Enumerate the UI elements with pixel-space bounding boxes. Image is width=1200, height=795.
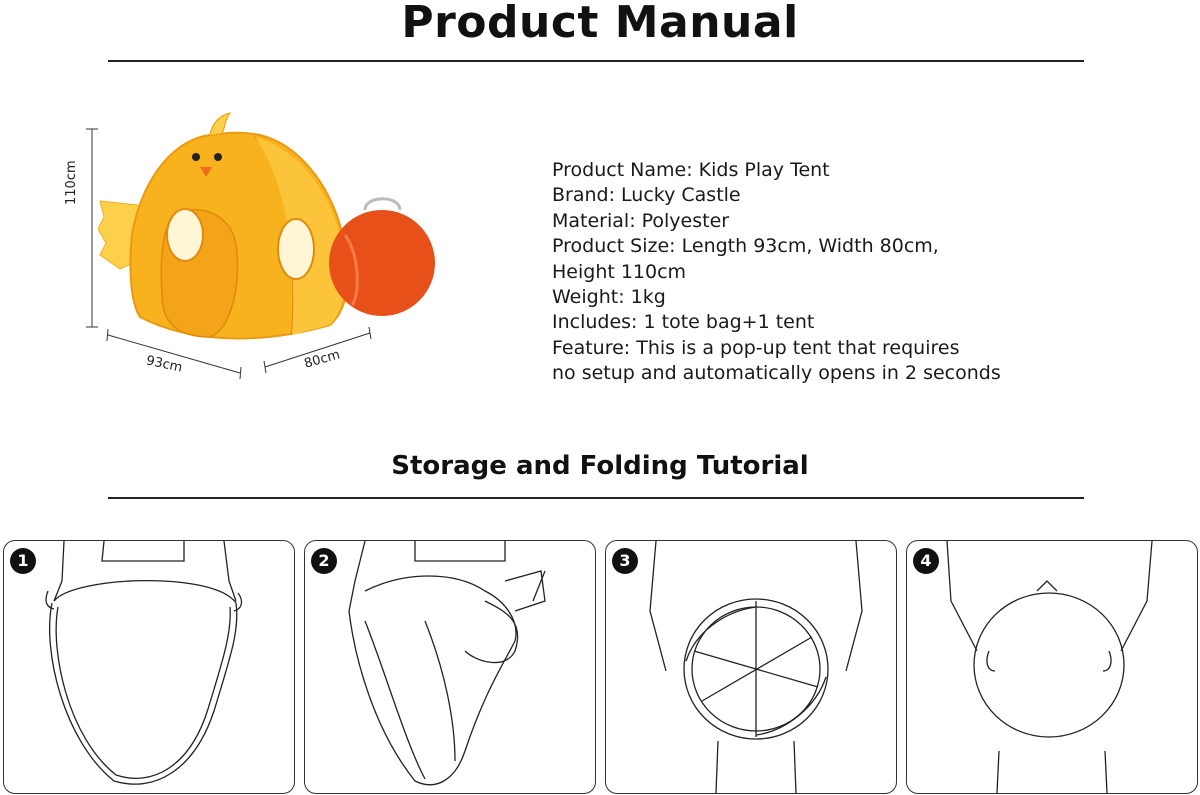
step-3-panel: 3 [605,540,897,794]
title-divider [108,60,1084,62]
step-number-badge: 2 [311,548,337,574]
tent-illustration: 110cm 93cm 80cm [60,105,460,395]
length-dimension-line [107,334,241,374]
step-1-panel: 1 [3,540,295,794]
step-4-illustration [946,541,1153,793]
spec-line: Height 110cm [552,260,687,283]
step-2-illustration [348,541,546,786]
step-number-badge: 3 [612,548,638,574]
spec-line: Includes: 1 tote bag+1 tent [552,311,815,334]
height-label: 110cm [64,160,79,205]
spec-list: Product Name: Kids Play Tent Brand: Luck… [552,158,1022,387]
spec-line: no setup and automatically opens in 2 se… [552,362,1001,385]
spec-line: Product Size: Length 93cm, Width 80cm, [552,235,939,258]
step-4-panel: 4 [906,540,1198,794]
spec-line: Weight: 1kg [552,286,666,309]
right-window [277,218,315,280]
tent-image [86,112,435,380]
spec-line: Brand: Lucky Castle [552,184,741,207]
step-1-illustration [45,541,243,785]
step-3-illustration [649,541,863,793]
step-number-badge: 1 [10,548,36,574]
spec-line: Product Name: Kids Play Tent [552,159,830,181]
tote-handle [363,197,402,211]
beak [200,167,212,177]
tutorial-divider [108,497,1084,499]
width-dimension-line [264,332,371,368]
left-eye [192,153,200,161]
step-2-panel: 2 [304,540,596,794]
page-title: Product Manual [401,0,799,48]
tote-bag [329,210,435,316]
tutorial-title: Storage and Folding Tutorial [391,451,809,481]
right-eye [214,153,222,161]
spec-line: Feature: This is a pop-up tent that requ… [552,336,960,359]
left-window [166,208,204,262]
spec-line: Material: Polyester [552,209,730,232]
step-number-badge: 4 [913,548,939,574]
